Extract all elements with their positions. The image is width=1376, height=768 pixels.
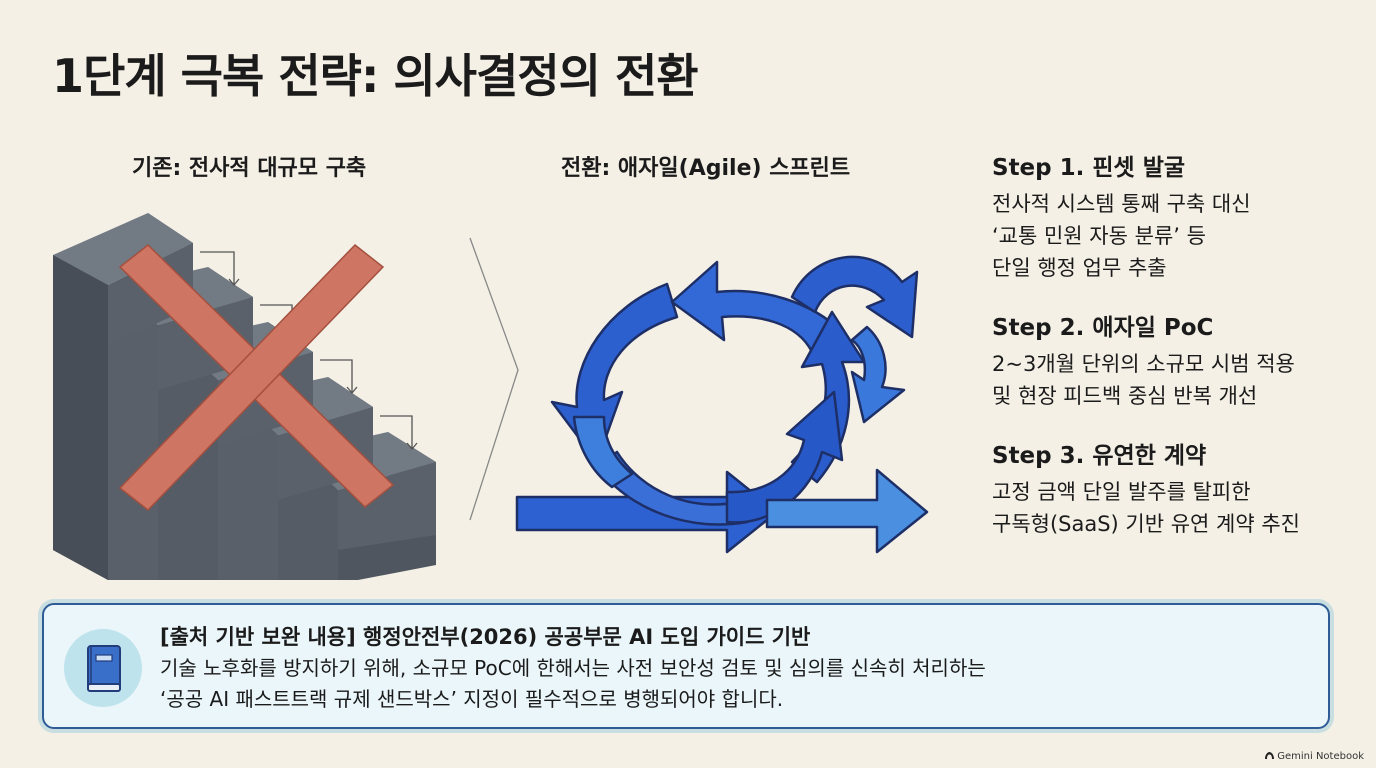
step-item: Step 2. 애자일 PoC 2~3개월 단위의 소규모 시범 적용 및 현장… [992, 308, 1362, 412]
crossed-staircase-illustration [53, 213, 436, 580]
step-line: 구독형(SaaS) 기반 유연 계약 추진 [992, 512, 1301, 536]
watermark: Gemini Notebook [1264, 751, 1364, 762]
step-item: Step 1. 핀셋 발굴 전사적 시스템 통째 구축 대신 ‘교통 민원 자동… [992, 148, 1362, 284]
note-text: [출처 기반 보완 내용] 행정안전부(2026) 공공부문 AI 도입 가이드… [160, 621, 1308, 715]
step-item: Step 3. 유연한 계약 고정 금액 단일 발주를 탈피한 구독형(SaaS… [992, 436, 1362, 540]
note-body-line: ‘공공 AI 패스트트랙 규제 샌드박스’ 지정이 필수적으로 병행되어야 합니… [160, 687, 784, 711]
cross-out-x-icon [118, 243, 395, 512]
book-icon [87, 645, 121, 692]
step-title: Step 1. 핀셋 발굴 [992, 155, 1186, 181]
step-line: 및 현장 피드백 중심 반복 개선 [992, 384, 1258, 408]
step-title: Step 2. 애자일 PoC [992, 315, 1214, 341]
watermark-text: Gemini Notebook [1277, 751, 1364, 762]
note-body-line: 기술 노후화를 방지하기 위해, 소규모 PoC에 한해서는 사전 보안성 검토… [160, 656, 986, 680]
new-approach-heading: 전환: 애자일(Agile) 스프린트 [561, 156, 851, 181]
source-note-box: [출처 기반 보완 내용] 행정안전부(2026) 공공부문 AI 도입 가이드… [42, 603, 1330, 729]
cycle-arrows [515, 255, 929, 554]
note-title: [출처 기반 보완 내용] 행정안전부(2026) 공공부문 AI 도입 가이드… [160, 625, 811, 649]
step-line: 단일 행정 업무 추출 [992, 256, 1167, 280]
step-line: 2~3개월 단위의 소규모 시범 적용 [992, 352, 1295, 376]
step-line: ‘교통 민원 자동 분류’ 등 [992, 224, 1206, 248]
steps-list: Step 1. 핀셋 발굴 전사적 시스템 통째 구축 대신 ‘교통 민원 자동… [992, 148, 1362, 564]
slide-title: 1단계 극복 전략: 의사결정의 전환 [52, 49, 699, 103]
divider-chevron-icon [469, 237, 519, 521]
book-icon-badge [64, 629, 142, 707]
step-line: 전사적 시스템 통째 구축 대신 [992, 192, 1251, 216]
notebook-logo-icon [1265, 752, 1275, 759]
agile-sprint-cycle-illustration [515, 255, 929, 554]
old-approach-heading: 기존: 전사적 대규모 구축 [132, 156, 367, 181]
step-line: 고정 금액 단일 발주를 탈피한 [992, 480, 1251, 504]
step-title: Step 3. 유연한 계약 [992, 443, 1207, 469]
